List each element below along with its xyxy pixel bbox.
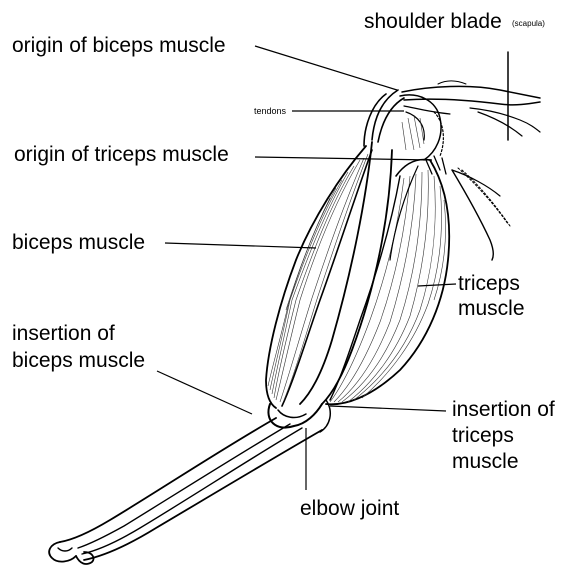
- label-insertion-triceps-line2: triceps: [452, 424, 514, 447]
- forearm-bones-drawing: [49, 418, 322, 564]
- triceps-long-head-drawing: [452, 168, 510, 260]
- label-insertion-biceps-line1: insertion of: [12, 322, 115, 345]
- biceps-muscle-drawing: [266, 146, 372, 408]
- label-tendons: tendons: [254, 106, 286, 116]
- leader-biceps-muscle: [165, 243, 316, 248]
- tendons-drawing: [364, 90, 404, 146]
- label-origin-biceps: origin of biceps muscle: [12, 34, 226, 57]
- label-elbow-joint: elbow joint: [300, 497, 399, 520]
- leader-insertion-triceps: [330, 406, 446, 411]
- label-insertion-triceps-line3: muscle: [452, 450, 519, 473]
- label-triceps-line1: triceps: [458, 272, 520, 295]
- leader-origin-biceps: [255, 46, 397, 90]
- label-origin-triceps: origin of triceps muscle: [14, 143, 229, 166]
- leader-lines: [157, 46, 456, 490]
- label-insertion-biceps-line2: biceps muscle: [12, 349, 145, 372]
- label-triceps-line2: muscle: [458, 297, 525, 320]
- label-insertion-triceps-line1: insertion of: [452, 398, 555, 421]
- leader-triceps-muscle: [418, 284, 456, 286]
- label-shoulder-blade: shoulder blade: [364, 10, 502, 33]
- humeral-head-drawing: [400, 95, 443, 160]
- label-biceps-muscle: biceps muscle: [12, 231, 145, 254]
- leader-insertion-biceps: [157, 371, 252, 414]
- label-scapula: (scapula): [512, 19, 545, 28]
- leader-origin-triceps: [255, 157, 432, 160]
